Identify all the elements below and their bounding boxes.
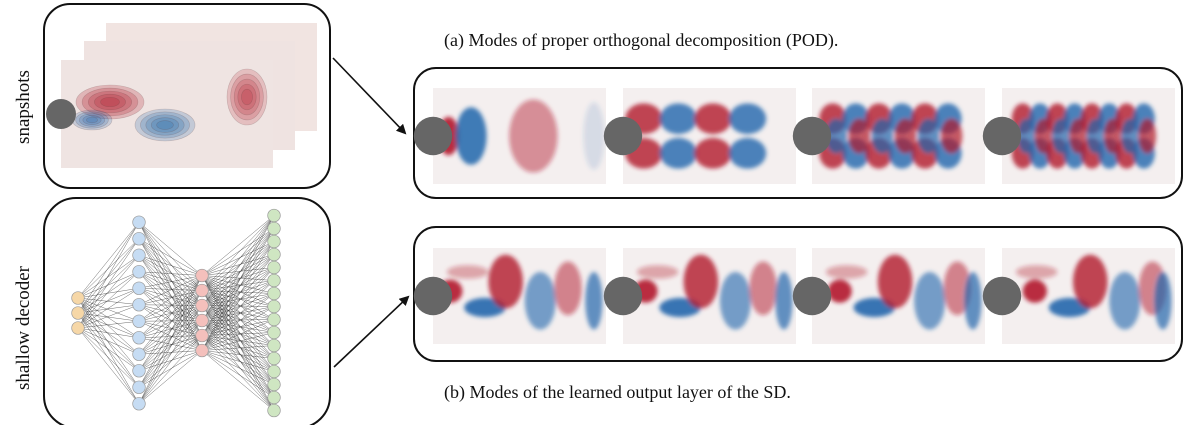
snapshot-contour — [145, 114, 185, 136]
snapshot-contour — [134, 108, 196, 142]
snapshot-contour — [78, 113, 106, 127]
snapshot-contour — [87, 90, 133, 114]
cylinder-icon — [46, 99, 76, 129]
side-label-snapshots: snapshots — [13, 70, 34, 144]
network-node — [267, 351, 281, 366]
network-node — [195, 343, 209, 358]
cylinder-icon — [603, 276, 643, 316]
snapshot-stack — [46, 23, 317, 168]
cylinder-icon — [792, 276, 832, 316]
snapshot-contour — [86, 116, 98, 124]
network-node — [267, 325, 281, 340]
snapshot-contour — [150, 117, 180, 133]
snapshot-contour — [140, 111, 190, 139]
side-label-shallow-decoder: shallow decoder — [13, 265, 34, 390]
network-layer-1 — [71, 291, 85, 335]
arrow-to-pod-modes — [332, 57, 407, 135]
network-node — [267, 338, 281, 353]
cylinder-icon — [982, 276, 1022, 316]
network-node — [71, 321, 85, 335]
snapshot-field — [61, 60, 273, 168]
network-node — [267, 377, 281, 392]
cylinder-icon — [413, 116, 453, 156]
network-node — [132, 298, 146, 312]
cylinder-icon — [603, 116, 643, 156]
pod-modes-panel — [413, 67, 1183, 199]
snapshot-contour — [237, 83, 257, 111]
arrow-to-sd-modes — [333, 295, 410, 368]
network-node — [267, 286, 281, 301]
network-layer-3 — [195, 268, 209, 358]
cylinder-icon — [982, 116, 1022, 156]
network-node — [267, 260, 281, 275]
snapshot-contour — [82, 115, 102, 125]
snapshot-contour — [75, 111, 109, 129]
shallow-decoder-panel — [43, 197, 331, 425]
snapshot-contour — [226, 68, 268, 126]
network-node — [132, 347, 146, 361]
network-node — [132, 380, 146, 394]
network-node — [132, 232, 146, 246]
sd-mode-4 — [982, 248, 1175, 344]
network-node — [267, 299, 281, 314]
pod-mode-3 — [792, 88, 985, 184]
network-node — [132, 364, 146, 378]
network-layer-4 — [267, 208, 281, 418]
cylinder-icon — [792, 116, 832, 156]
snapshot-contour — [230, 73, 264, 121]
snapshot-contour — [100, 96, 120, 108]
snapshot-contour — [156, 120, 174, 130]
pod-mode-1 — [413, 88, 606, 184]
network-node — [132, 331, 146, 345]
network-node — [71, 306, 85, 320]
caption-pod: (a) Modes of proper orthogonal decomposi… — [444, 30, 838, 51]
network-node — [195, 313, 209, 328]
neural-network-diagram — [71, 208, 281, 418]
network-node — [267, 390, 281, 405]
network-node — [132, 215, 146, 229]
network-node — [267, 364, 281, 379]
network-node — [267, 312, 281, 327]
snapshot-contour — [233, 78, 261, 116]
network-node — [132, 281, 146, 295]
network-node — [267, 273, 281, 288]
network-node — [195, 268, 209, 283]
sd-mode-2 — [603, 248, 796, 344]
network-node — [267, 247, 281, 262]
snapshots-panel — [43, 3, 331, 189]
snapshot-front — [46, 60, 273, 168]
snapshot-contour — [94, 93, 126, 111]
network-node — [195, 283, 209, 298]
network-connections — [77, 215, 275, 411]
network-node — [267, 208, 281, 223]
network-node — [195, 328, 209, 343]
network-node — [132, 265, 146, 279]
network-node — [267, 234, 281, 249]
network-node — [132, 314, 146, 328]
sd-mode-1 — [413, 248, 606, 344]
pod-mode-2 — [603, 88, 796, 184]
sd-modes-panel — [413, 226, 1183, 362]
sd-mode-3 — [792, 248, 985, 344]
snapshot-contour — [81, 87, 139, 117]
network-layer-2 — [132, 215, 146, 411]
network-node — [132, 397, 146, 411]
network-node — [71, 291, 85, 305]
network-node — [267, 403, 281, 418]
caption-sd: (b) Modes of the learned output layer of… — [444, 382, 791, 403]
network-node — [132, 248, 146, 262]
pod-mode-4 — [982, 88, 1175, 184]
network-node — [267, 221, 281, 236]
network-node — [195, 298, 209, 313]
cylinder-icon — [413, 276, 453, 316]
snapshot-contour — [241, 88, 253, 106]
snapshot-contour — [75, 84, 145, 120]
